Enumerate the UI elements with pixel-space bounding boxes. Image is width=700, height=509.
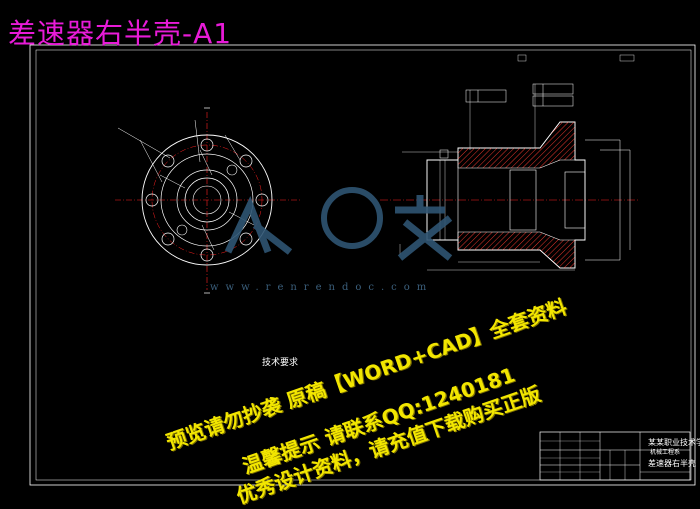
drawing-title: 差速器右半壳-A1: [8, 17, 233, 50]
title-block-school-line2: 机械工程系: [650, 449, 681, 456]
outer-frame: [29, 44, 696, 486]
flange-front-view: [115, 107, 300, 294]
title-block: [539, 431, 691, 481]
tech-requirements-heading: 技术要求: [262, 358, 299, 368]
drawing-svg: [29, 44, 696, 486]
cad-drawing-canvas: 差速器右半壳-A1 技术要求 www.renrendoc.com 某某职业技术学…: [8, 17, 700, 508]
inner-frame: [35, 49, 692, 481]
title-block-school-line1: 某某职业技术学院: [648, 438, 700, 447]
title-block-part-name: 差速器右半壳: [648, 459, 696, 468]
brand-url-watermark: www.renrendoc.com: [210, 282, 434, 293]
brand-logo-watermark: [224, 187, 453, 261]
section-view: [380, 54, 640, 271]
